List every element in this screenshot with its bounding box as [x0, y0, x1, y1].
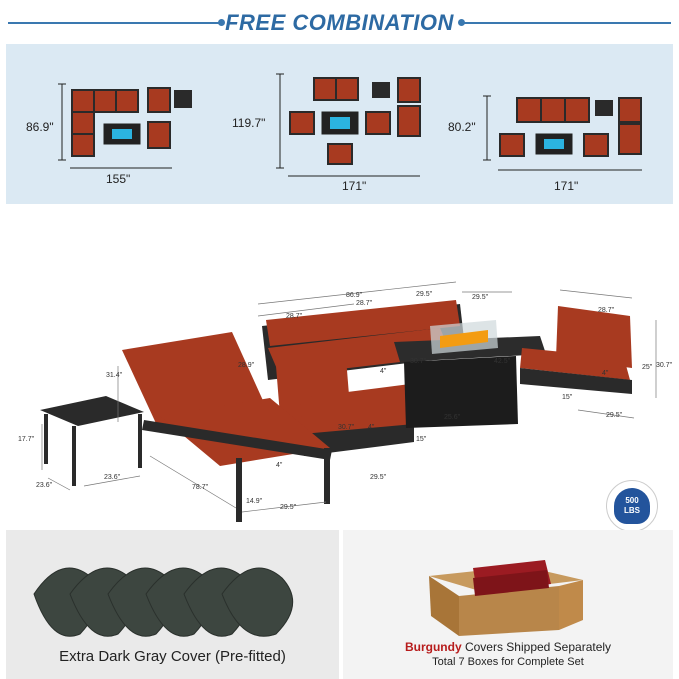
dim-table-h: 25.6": [444, 414, 461, 421]
dim-seat-w2: 28.7": [356, 300, 373, 307]
gray-cover-panel: [6, 530, 339, 679]
dim-lounge-back: 31.4": [106, 372, 123, 379]
dim-side-w: 23.6": [104, 474, 121, 481]
dim-chair-w: 29.5": [370, 474, 387, 481]
dim-side-h: 17.7": [18, 436, 35, 443]
dim-sofa-total: 86.9": [346, 292, 363, 299]
dim-side-d: 23.6": [36, 482, 53, 489]
box-count-caption: Total 7 Boxes for Complete Set: [432, 656, 584, 668]
dim-cushion-3: 4": [368, 424, 375, 431]
badge-unit: LBS: [624, 506, 640, 515]
weight-icon: 500 LBS: [614, 488, 650, 524]
burgundy-cover-caption: Burgundy Covers Shipped Separately: [343, 640, 673, 654]
layout-3-depth: 80.2": [448, 120, 476, 134]
dim-cushion-4: 4": [276, 462, 283, 469]
layout-3-width: 171": [554, 179, 579, 193]
weight-capacity-badge: 500 LBS: [606, 480, 658, 532]
layout-2-depth: 119.7": [232, 116, 266, 130]
title-dot-right: [458, 19, 465, 26]
burgundy-cover-panel: [343, 530, 673, 679]
shipping-box-illustration: [429, 560, 583, 636]
layout-panel: 86.9" 155" 119.7" 171" 80.2" 171": [6, 44, 673, 204]
burgundy-highlight: Burgundy: [404, 640, 462, 654]
dim-seat-w3: 29.5": [416, 291, 433, 298]
dim-chair-leg: 15": [416, 436, 427, 443]
layout-2-width: 171": [342, 179, 367, 193]
title-line-left: [8, 22, 220, 24]
layout-1-depth: 86.9": [26, 120, 54, 134]
dim-cushion-1: 4": [380, 368, 387, 375]
dim-lounge-h: 14.9": [246, 498, 263, 505]
dim-single-h: 30.7": [656, 362, 673, 369]
furniture-illustration: [40, 281, 657, 522]
layout-diagrams: [58, 73, 642, 177]
title-dot-left: [218, 19, 225, 26]
page-title: FREE COMBINATION: [225, 10, 454, 35]
dim-corner-w: 29.5": [472, 294, 489, 301]
badge-value: 500: [625, 496, 639, 505]
burgundy-caption-rest: Covers Shipped Separately: [461, 640, 612, 654]
dim-chair-h: 30.7": [338, 424, 355, 431]
dim-single-leg: 15": [562, 394, 573, 401]
title-line-right: [464, 22, 671, 24]
dim-table-top: 30.7": [410, 358, 427, 365]
dim-single-arm: 25": [642, 364, 653, 371]
dim-seat-w1: 28.7": [286, 313, 303, 320]
layout-1-width: 155": [106, 172, 131, 186]
dim-lounge-w: 29.5": [280, 504, 297, 511]
dim-lounge-len: 78.7": [192, 484, 209, 491]
dim-single-depth: 29.5": [606, 412, 623, 419]
gray-cushions-illustration: [33, 567, 294, 637]
dim-sofa-h: 28.9": [238, 362, 255, 369]
dim-cushion-2: 4": [602, 370, 609, 377]
gray-cover-caption: Extra Dark Gray Cover (Pre-fitted): [59, 648, 286, 665]
dim-table-len: 42.5": [494, 358, 511, 365]
dim-single-w: 28.7": [598, 307, 615, 314]
